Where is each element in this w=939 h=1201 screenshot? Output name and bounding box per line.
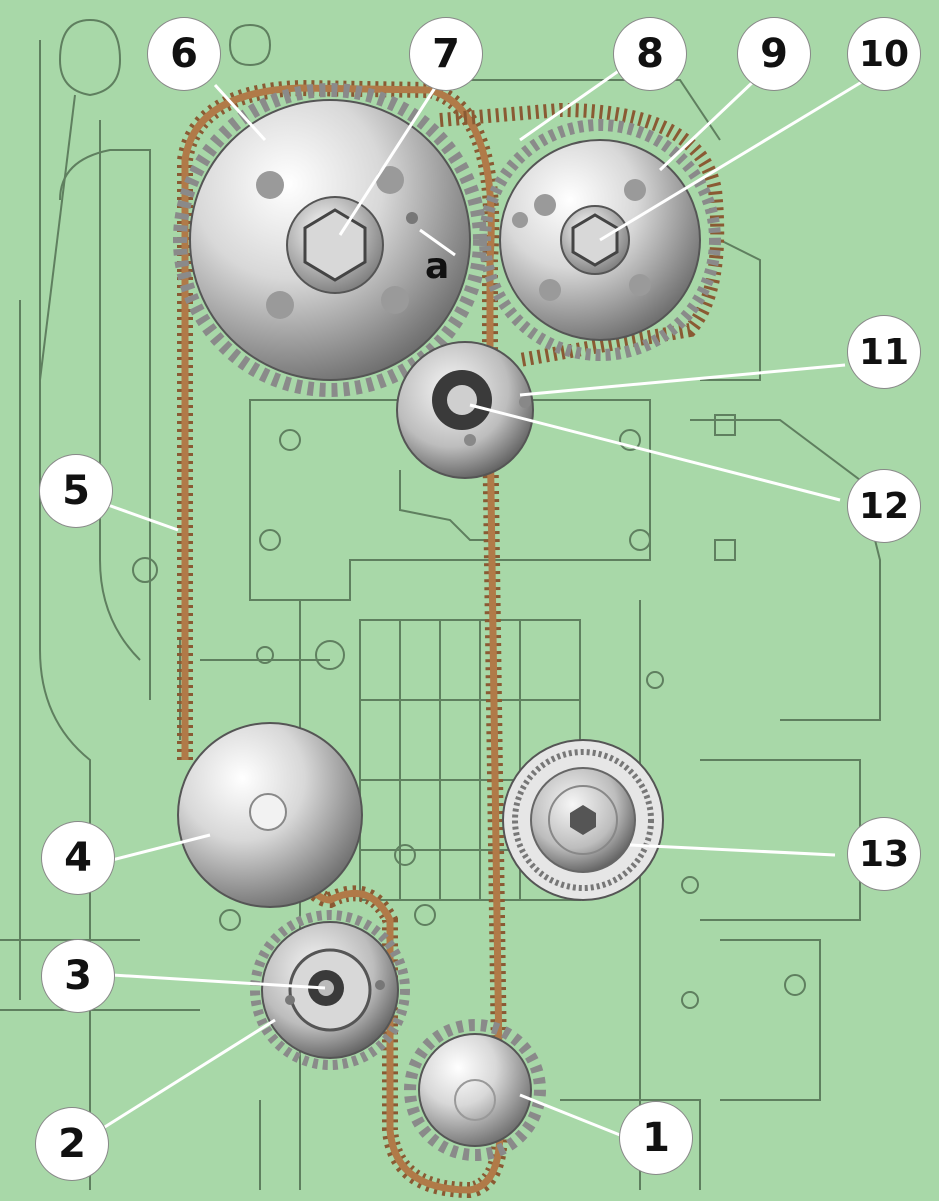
callout-10: 10 [848, 18, 920, 90]
crankshaft-sprocket [404, 1019, 546, 1161]
callout-11: 11 [848, 316, 920, 388]
callout-5: 5 [40, 455, 112, 527]
idler-pulley [177, 722, 363, 908]
callout-7: 7 [410, 18, 482, 90]
tensioner-pulley [396, 341, 534, 479]
guide-pulley [502, 739, 664, 901]
callout-6: 6 [148, 18, 220, 90]
callout-13: 13 [848, 818, 920, 890]
callout-2: 2 [36, 1108, 108, 1180]
callout-9: 9 [738, 18, 810, 90]
marker-a: a [425, 246, 450, 287]
callout-4: 4 [42, 822, 114, 894]
callout-3: 3 [42, 940, 114, 1012]
coolant-pump-pulley [250, 910, 410, 1070]
callout-1: 1 [620, 1102, 692, 1174]
leader-lines [99, 68, 866, 1137]
callout-12: 12 [848, 470, 920, 542]
camshaft-sprocket [173, 83, 487, 397]
callout-8: 8 [614, 18, 686, 90]
